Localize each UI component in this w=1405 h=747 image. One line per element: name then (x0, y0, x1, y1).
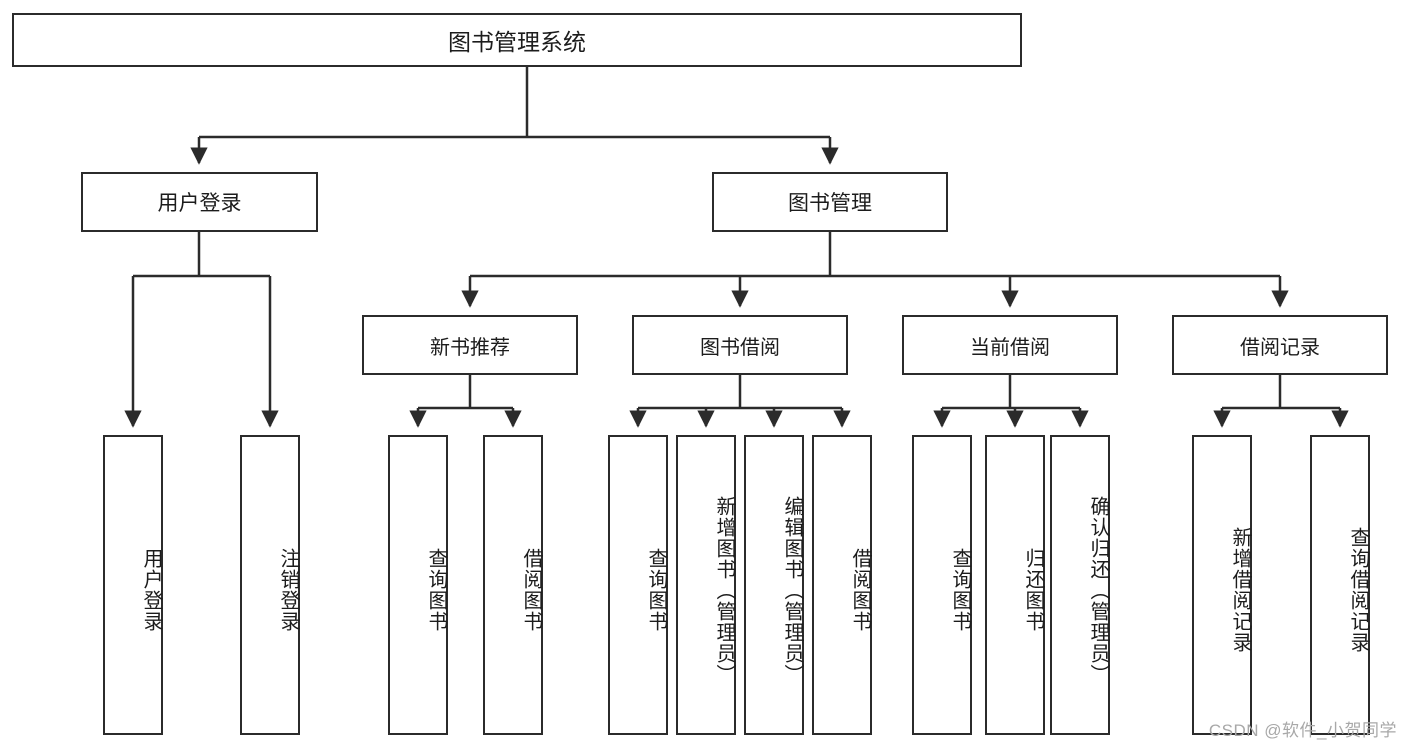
node-borrow-records[interactable]: 借阅记录 (1172, 315, 1388, 375)
leaf-add-book-admin-label: 新增图书（管理员） (713, 495, 735, 685)
leaf-confirm-return-admin-label: 确认归还（管理员） (1087, 495, 1109, 685)
leaf-user-login-label: 用户登录 (140, 548, 162, 632)
leaf-query-book-borrow-label: 查询图书 (645, 548, 667, 632)
leaf-add-borrow-record[interactable]: 新增借阅记录 (1192, 435, 1252, 735)
leaf-borrow-book-recommend-label: 借阅图书 (520, 548, 542, 632)
leaf-return-book[interactable]: 归还图书 (985, 435, 1045, 735)
node-user-login-label: 用户登录 (157, 192, 242, 215)
leaf-user-logout-label: 注销登录 (277, 548, 299, 632)
node-book-management-label: 图书管理 (788, 192, 872, 215)
node-book-management[interactable]: 图书管理 (712, 172, 948, 232)
leaf-query-borrow-record-label: 查询借阅记录 (1347, 527, 1369, 653)
leaf-confirm-return-admin[interactable]: 确认归还（管理员） (1050, 435, 1110, 735)
node-current-borrow[interactable]: 当前借阅 (902, 315, 1118, 375)
node-new-book-recommend-label: 新书推荐 (430, 336, 510, 359)
leaf-borrow-book[interactable]: 借阅图书 (812, 435, 872, 735)
node-user-login[interactable]: 用户登录 (81, 172, 318, 232)
leaf-edit-book-admin[interactable]: 编辑图书（管理员） (744, 435, 804, 735)
leaf-return-book-label: 归还图书 (1022, 548, 1044, 632)
leaf-query-borrow-record[interactable]: 查询借阅记录 (1310, 435, 1370, 735)
node-root-label: 图书管理系统 (448, 29, 586, 55)
leaf-query-book-current[interactable]: 查询图书 (912, 435, 972, 735)
leaf-borrow-book-recommend[interactable]: 借阅图书 (483, 435, 543, 735)
leaf-add-book-admin[interactable]: 新增图书（管理员） (676, 435, 736, 735)
node-borrow-records-label: 借阅记录 (1240, 336, 1320, 359)
leaf-edit-book-admin-label: 编辑图书（管理员） (781, 495, 803, 685)
leaf-query-book-current-label: 查询图书 (949, 548, 971, 632)
leaf-add-borrow-record-label: 新增借阅记录 (1229, 527, 1251, 653)
leaf-query-book-recommend[interactable]: 查询图书 (388, 435, 448, 735)
leaf-user-login[interactable]: 用户登录 (103, 435, 163, 735)
node-new-book-recommend[interactable]: 新书推荐 (362, 315, 578, 375)
leaf-query-book-borrow[interactable]: 查询图书 (608, 435, 668, 735)
leaf-borrow-book-label: 借阅图书 (849, 548, 871, 632)
node-book-borrow-label: 图书借阅 (700, 336, 780, 359)
leaf-user-logout[interactable]: 注销登录 (240, 435, 300, 735)
node-book-borrow[interactable]: 图书借阅 (632, 315, 848, 375)
watermark: CSDN @软件_小贺同学 (1208, 721, 1397, 740)
node-current-borrow-label: 当前借阅 (970, 336, 1050, 359)
node-root[interactable]: 图书管理系统 (12, 13, 1022, 67)
leaf-query-book-recommend-label: 查询图书 (425, 548, 447, 632)
